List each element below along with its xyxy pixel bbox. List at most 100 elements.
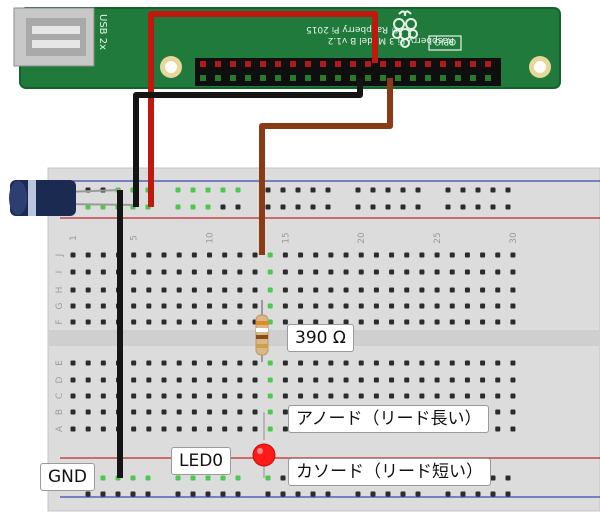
breadboard-hole [161,409,167,415]
breadboard-hole [373,269,379,275]
breadboard-hole [267,409,273,415]
breadboard-hole [358,303,364,309]
breadboard-hole [343,269,349,275]
breadboard-hole [373,287,379,293]
breadboard-hole [510,393,516,399]
gpio-pin [260,61,266,67]
breadboard-hole [358,287,364,293]
breadboard-hole [282,426,288,432]
breadboard-hole [343,287,349,293]
breadboard-hole [400,204,406,210]
gpio-pin [350,61,356,67]
breadboard-hole [267,426,273,432]
column-number-label: 10 [206,232,216,244]
breadboard-hole [85,287,91,293]
gpio-pin [410,61,416,67]
gpio-pin [305,75,311,81]
breadboard-hole [464,360,470,366]
breadboard-hole [207,377,213,383]
breadboard-hole [235,491,241,497]
breadboard-hole [328,393,334,399]
breadboard-hole [490,475,496,481]
breadboard-hole [85,426,91,432]
breadboard-hole [445,491,451,497]
breadboard-hole [434,319,440,325]
breadboard-hole [70,360,76,366]
breadboard-hole [161,377,167,383]
breadboard-hole [70,287,76,293]
breadboard-hole [480,252,486,258]
row-letter-label: C [55,393,65,399]
gnd-label: GND [40,463,95,491]
gpio-pin [200,75,206,81]
breadboard-hole [400,187,406,193]
breadboard-hole [252,303,258,309]
breadboard-hole [313,393,319,399]
breadboard-hole [505,491,511,497]
breadboard-hole [85,204,91,210]
breadboard-hole [505,475,511,481]
breadboard-hole [510,360,516,366]
cathode-label: カソード（リード短い） [288,458,491,486]
breadboard-hole [385,491,391,497]
breadboard-hole [490,187,496,193]
breadboard-hole [313,360,319,366]
breadboard-hole [237,360,243,366]
breadboard-hole [265,204,271,210]
gpio-pin [290,61,296,67]
breadboard-hole [100,393,106,399]
breadboard-hole [252,409,258,415]
breadboard-hole [146,426,152,432]
breadboard-hole [328,303,334,309]
breadboard-hole [480,303,486,309]
resistor [255,300,269,362]
breadboard-hole [325,204,331,210]
breadboard-hole [495,303,501,309]
breadboard-hole [355,491,361,497]
breadboard-hole [191,393,197,399]
breadboard-hole [480,393,486,399]
breadboard-hole [419,269,425,275]
breadboard-hole [282,269,288,275]
gpio-pin [395,75,401,81]
breadboard-hole [176,319,182,325]
breadboard-hole [237,393,243,399]
breadboard-hole [313,252,319,258]
gpio-pin [485,61,491,67]
breadboard-hole [237,319,243,325]
gpio-pin [305,61,311,67]
breadboard-hole [161,393,167,399]
gpio-pin [215,75,221,81]
breadboard-hole [207,409,213,415]
breadboard-hole [191,269,197,275]
row-letter-label: I [55,271,65,274]
breadboard-hole [222,269,228,275]
breadboard-hole [373,377,379,383]
breadboard-hole [207,426,213,432]
gpio-pin [200,61,206,67]
breadboard-hole [343,252,349,258]
gpio-pin [380,75,386,81]
column-number-label: 25 [433,232,443,243]
breadboard-hole [70,377,76,383]
breadboard-hole [207,252,213,258]
led-label: LED0 [171,447,232,475]
breadboard-hole [328,252,334,258]
breadboard-hole [191,303,197,309]
breadboard-hole [85,269,91,275]
breadboard-hole [298,252,304,258]
breadboard-hole [298,287,304,293]
breadboard-hole [464,319,470,325]
breadboard-hole [404,377,410,383]
breadboard-hole [404,319,410,325]
breadboard-hole [400,491,406,497]
breadboard-hole [495,269,501,275]
breadboard-hole [495,360,501,366]
breadboard-hole [510,426,516,432]
breadboard-hole [510,252,516,258]
row-letter-label: G [55,302,65,309]
breadboard-hole [175,491,181,497]
breadboard-hole [191,426,197,432]
breadboard-hole [460,187,466,193]
breadboard-hole [100,252,106,258]
